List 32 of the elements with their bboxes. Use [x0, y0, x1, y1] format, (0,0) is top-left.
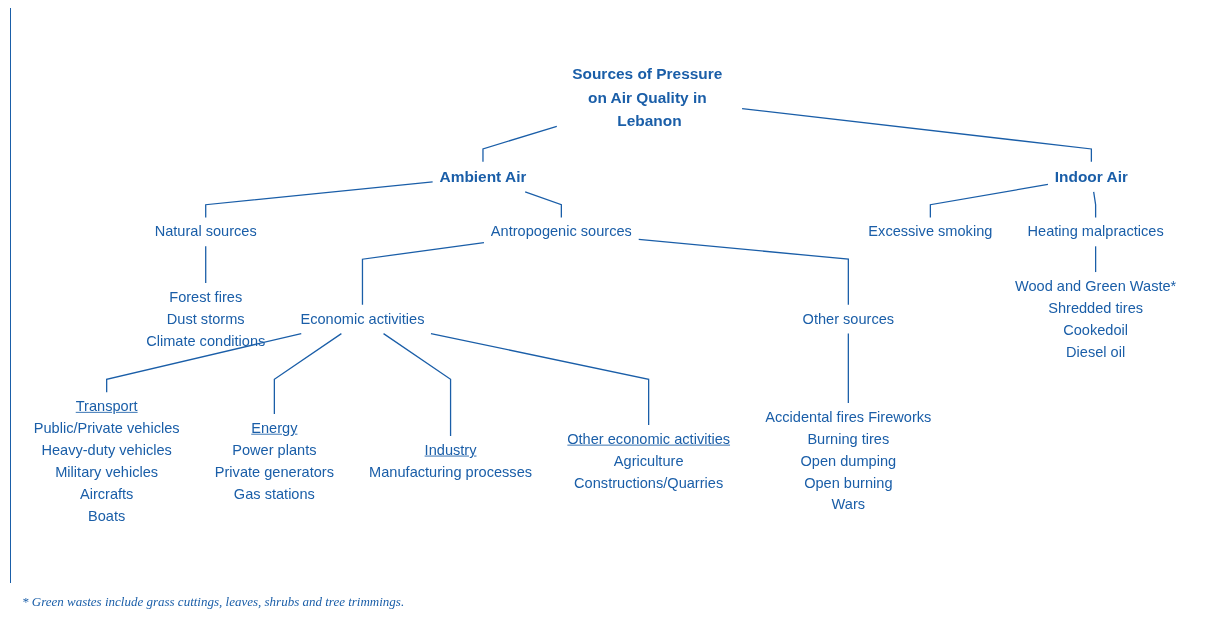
connector — [524, 191, 562, 219]
connector — [273, 332, 343, 415]
connector — [205, 245, 207, 284]
node-text: Natural sources — [154, 223, 257, 240]
connector — [430, 332, 650, 426]
connector — [482, 125, 558, 163]
node-text: Heating malpractices — [1027, 223, 1164, 240]
node-text: Energy Power plants Private generators Gas stations — [214, 420, 334, 502]
connector — [741, 107, 1092, 163]
node-text: Excessive smoking — [868, 223, 993, 240]
connector — [106, 332, 302, 393]
node-text: Other sources — [802, 310, 895, 328]
node-text: Ambient Air — [439, 167, 527, 185]
node-text: Other economic activities Agriculture Constructions/Quarries — [567, 430, 731, 492]
node-text: Industry Manufacturing processes — [369, 441, 533, 481]
connector — [1094, 245, 1097, 273]
connector — [638, 238, 849, 306]
node-text: Accidental fires Fireworks Burning tires Open dumping Open burning Wars — [765, 409, 932, 513]
connector — [382, 332, 452, 437]
node-text: Sources of Pressure on Air Quality in Lebanon — [572, 65, 723, 130]
footnote: * Green wastes include grass cuttings, leaves, shrubs and tree trimmings. — [22, 594, 405, 610]
node-text: Forest fires Dust storms Climate conditions — [146, 289, 266, 350]
connector — [205, 181, 434, 219]
node-text: Economic activities — [300, 310, 425, 328]
node-text: Transport Public/Private vehicles Heavy-duty vehicles Military vehicles Aircrafts Boats — [33, 398, 180, 524]
connector — [929, 183, 1049, 219]
connector — [847, 332, 849, 404]
connector — [361, 241, 485, 306]
connector — [1093, 191, 1097, 219]
node-text: Antropogenic sources — [490, 223, 632, 240]
node-text: Indoor Air — [1054, 167, 1128, 185]
node-text: Wood and Green Waste* Shredded tires Cookedoil Diesel oil — [1014, 278, 1177, 360]
